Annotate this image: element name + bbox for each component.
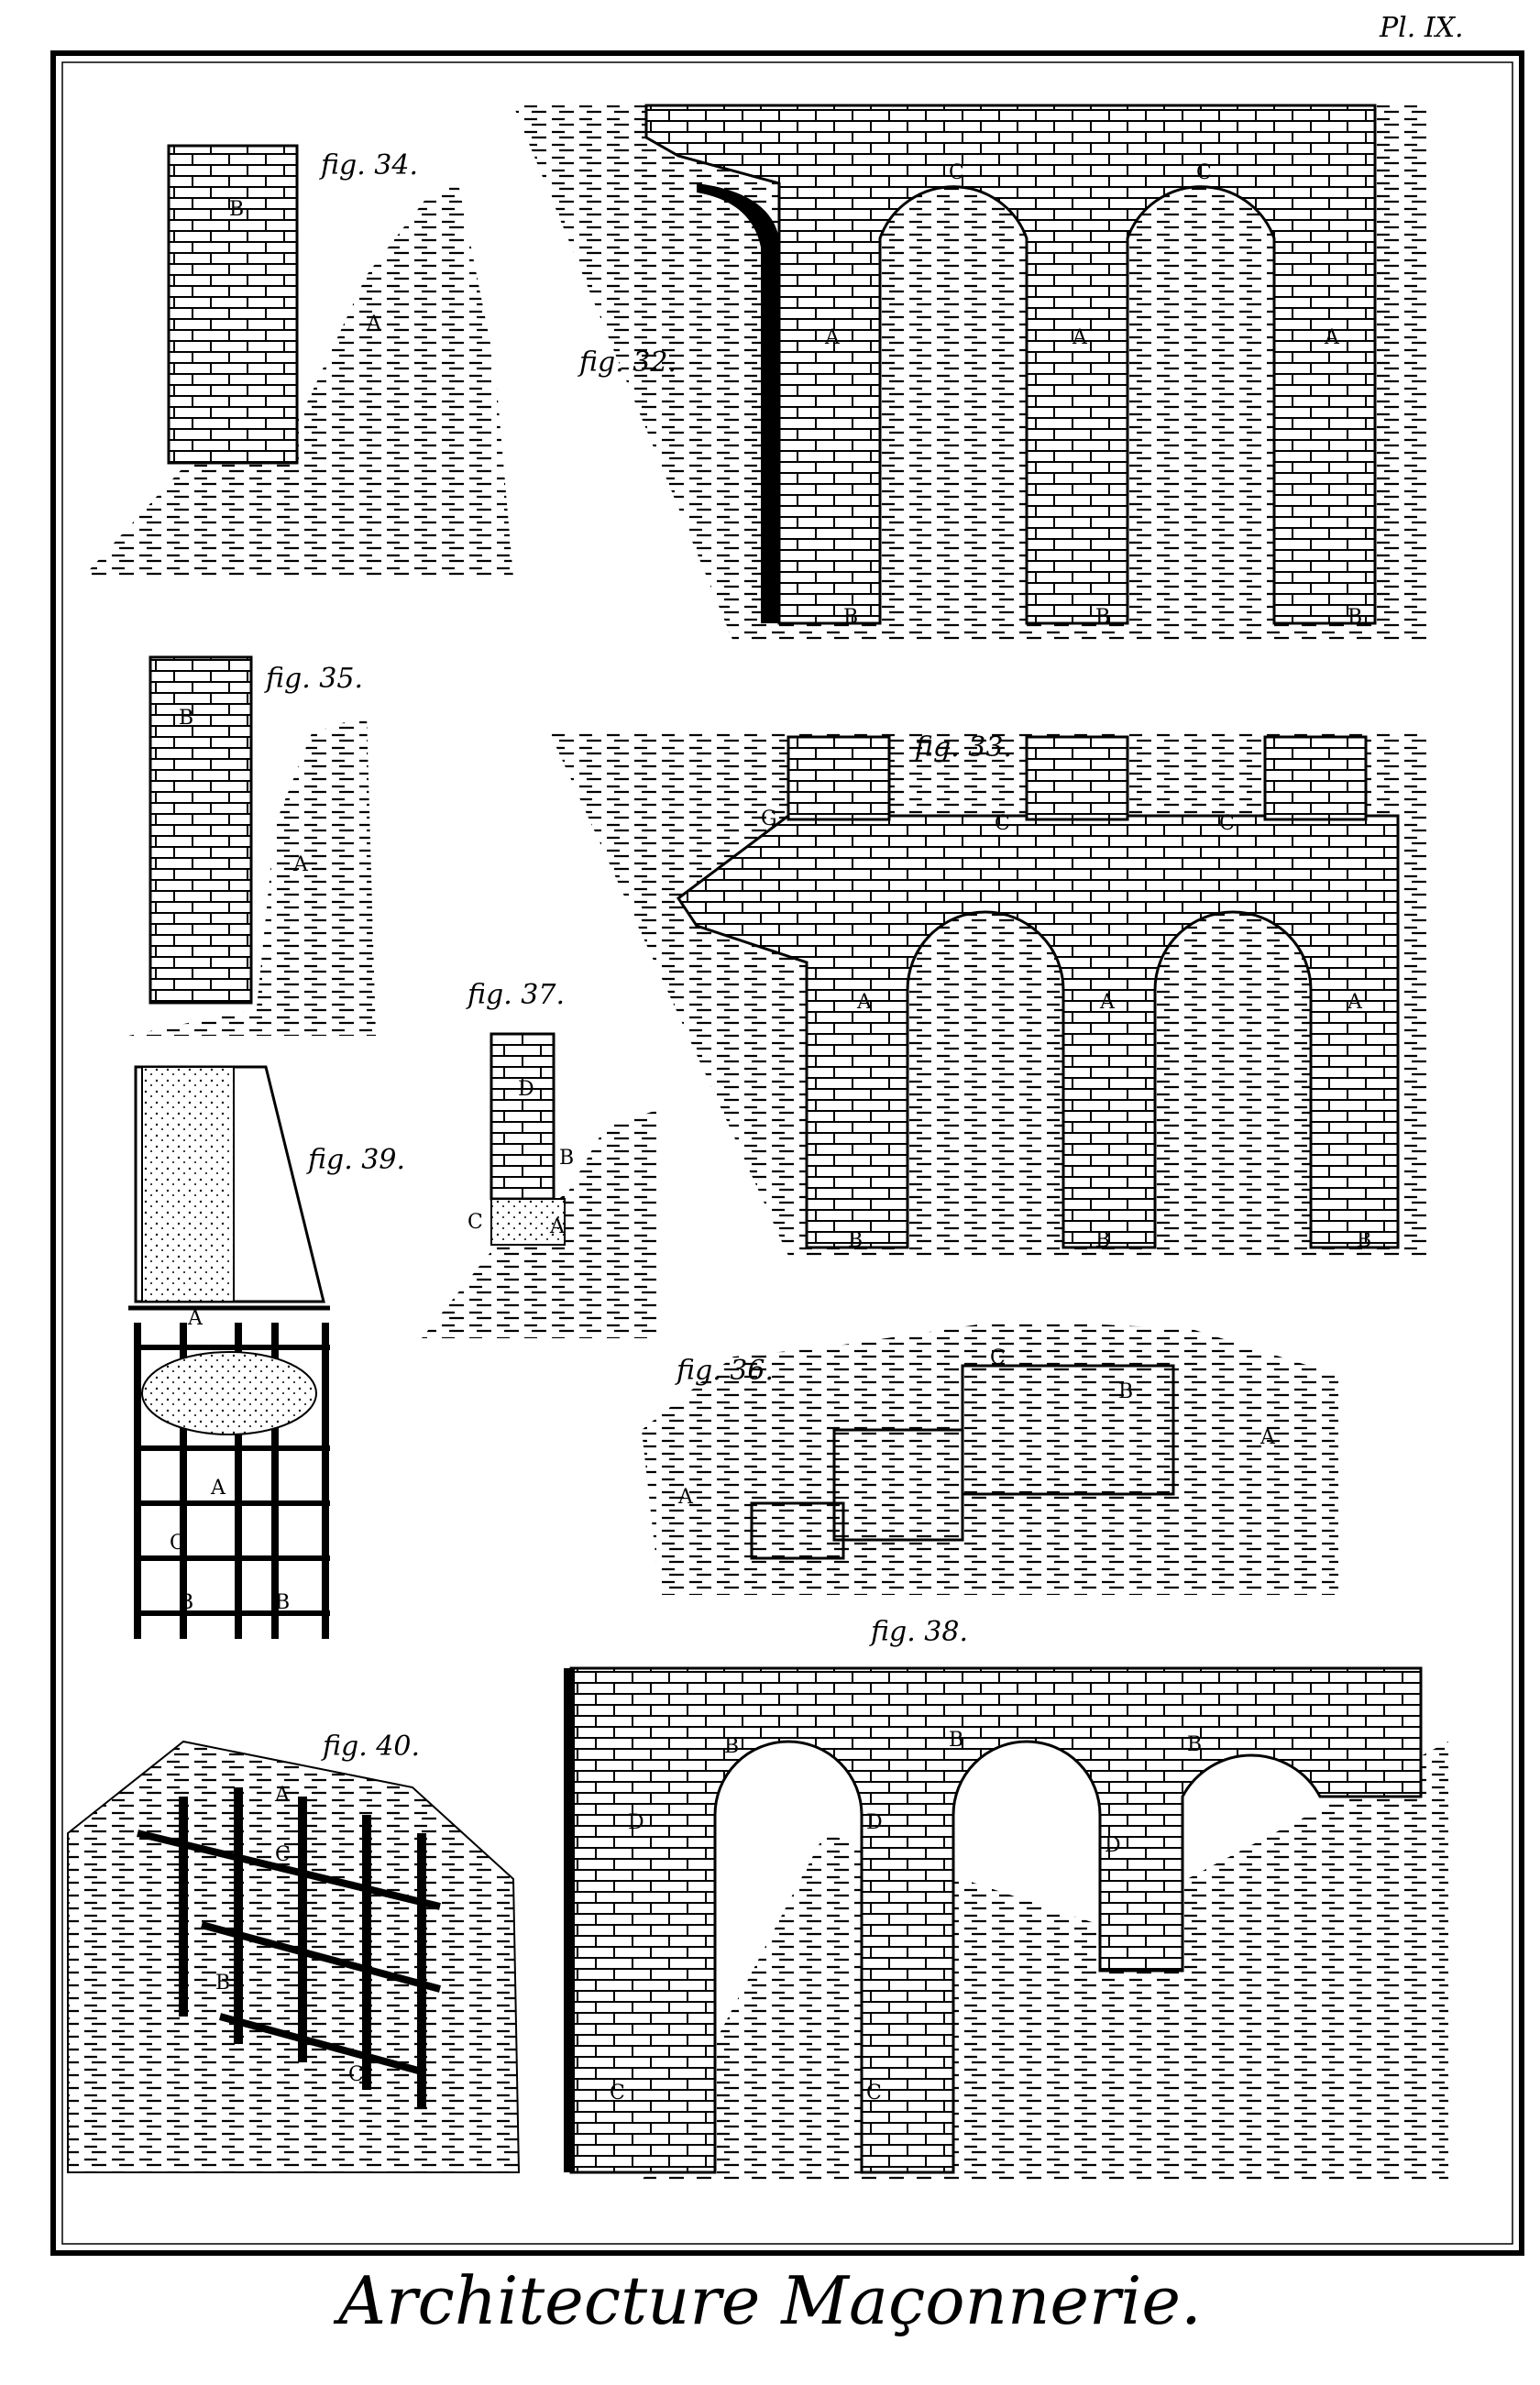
reference-letter: C	[275, 1843, 291, 1866]
reference-letter: A	[210, 1477, 226, 1500]
wall	[148, 655, 253, 1005]
reference-letter: B	[215, 1972, 230, 1995]
reference-letter: B	[179, 1591, 193, 1614]
figure-label: fig. 39.	[306, 1144, 405, 1176]
reference-letter: B	[1095, 606, 1110, 629]
reference-letter: A	[677, 1486, 694, 1509]
figure-35: fig. 35. B A	[128, 655, 376, 1036]
reference-letter: G	[761, 808, 777, 830]
reference-letter: C	[170, 1532, 185, 1555]
plate-number: Pl. IX.	[1379, 12, 1464, 44]
figure-label: fig. 35.	[264, 663, 363, 695]
reference-letter: B	[179, 707, 193, 730]
reference-letter: C	[1219, 812, 1235, 835]
figure-37: fig. 37. D B C A	[422, 979, 660, 1338]
reference-letter: B	[1095, 1229, 1110, 1252]
figure-label: fig. 34.	[319, 149, 418, 181]
reference-letter: D	[518, 1078, 534, 1101]
figure-label: fig. 38.	[869, 1616, 968, 1648]
reference-letter: D	[1105, 1834, 1121, 1857]
reference-letter: C	[1196, 161, 1212, 184]
reference-letter: B	[1348, 606, 1362, 629]
reference-letter: D	[628, 1811, 644, 1834]
reference-letter: A	[1324, 326, 1340, 349]
aqueduct-wall	[644, 104, 1377, 625]
reference-letter: B	[843, 606, 858, 629]
reference-letter: C	[348, 2063, 364, 2086]
reference-letter: C	[990, 1346, 1006, 1369]
reference-letter: C	[866, 2082, 882, 2105]
reference-letter: A	[1072, 326, 1088, 349]
figure-39: fig. 39. A A C B B	[128, 1065, 405, 1639]
figure-label: fig. 37.	[466, 979, 565, 1011]
reference-letter: A	[824, 326, 841, 349]
figure-33: fig. 33. G C C A A A B B B	[550, 731, 1430, 1256]
reference-letter: B	[559, 1147, 574, 1170]
reference-letter: B	[275, 1591, 290, 1614]
reference-letter: C	[949, 161, 964, 184]
reference-letter: B	[848, 1229, 863, 1252]
figure-40: fig. 40. A C C B	[67, 1731, 521, 2173]
reference-letter: A	[366, 313, 382, 335]
reference-letter: A	[549, 1215, 566, 1238]
reference-letter: A	[187, 1307, 204, 1330]
reference-letter: C	[610, 2082, 625, 2105]
retaining-wall	[167, 144, 299, 465]
figure-36: fig. 36. C B A A	[642, 1320, 1338, 1595]
reference-letter: A	[1099, 991, 1116, 1014]
figure-label: fig. 36.	[675, 1355, 774, 1387]
reference-letter: A	[274, 1784, 291, 1807]
plate-frame	[50, 50, 1524, 2256]
timber-framework	[134, 1323, 330, 1639]
reference-letter: C	[468, 1211, 483, 1234]
reference-letter: A	[292, 853, 309, 876]
figure-34: fig. 34. B A	[82, 144, 513, 577]
figure-label: fig. 32.	[578, 346, 676, 379]
plate-title: Architecture Maçonnerie.	[333, 2262, 1202, 2339]
reference-letter: B	[1357, 1229, 1371, 1252]
reference-letter: D	[866, 1811, 883, 1834]
reference-letter: C	[995, 812, 1010, 835]
reference-letter: B	[1118, 1380, 1133, 1403]
figure-38: fig. 38. B B B D D D C C	[564, 1616, 1448, 2182]
reference-letter: B	[724, 1735, 739, 1758]
reference-letter: B	[1187, 1733, 1202, 1756]
reference-letter: B	[949, 1729, 963, 1752]
figure-label: fig. 40.	[321, 1731, 420, 1763]
figure-32: fig. 32. C C A A A B B B	[513, 104, 1430, 642]
reference-letter: A	[1260, 1426, 1276, 1449]
reference-letter: A	[856, 991, 873, 1014]
reference-letter: B	[229, 198, 244, 221]
reference-letter: A	[1347, 991, 1363, 1014]
figure-label: fig. 33.	[913, 731, 1012, 764]
terrain	[82, 183, 513, 577]
